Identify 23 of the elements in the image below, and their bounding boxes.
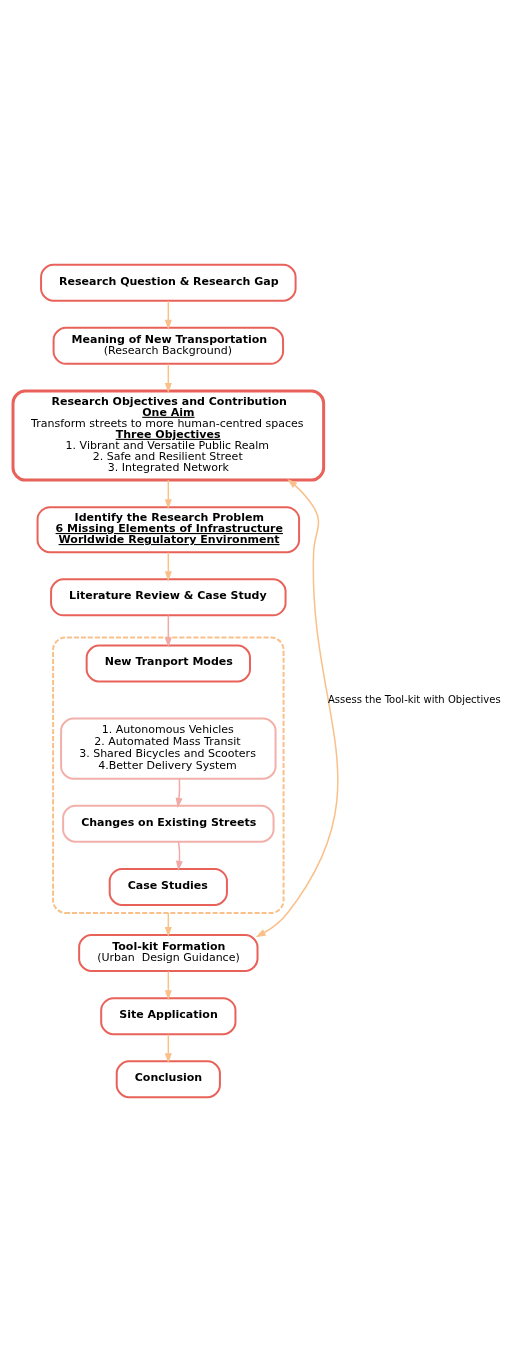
arrow [164, 551, 172, 582]
node-box: Tool-kit Formation (Urban Design Guidance) [77, 934, 258, 973]
arrow [164, 300, 172, 330]
node-box: Meaning of New Transportation (Research Background) [52, 326, 284, 365]
node-box: Conclusion [115, 1060, 221, 1099]
arrow [164, 479, 172, 510]
arrow [255, 478, 338, 938]
node-box: Changes on Existing Streets [61, 804, 275, 843]
node-box: Identify the Research Problem 6 Missing Elements of Infrastructure Worldwide Regulatory Environment [36, 506, 300, 554]
arrow [164, 970, 172, 1001]
arrow [164, 1033, 172, 1064]
node-box: Research Objectives and Contribution One Aim Transform streets to more human-centred spaces Three Objectives 1. Vibrant and Versatile Public Realm 2. Safe and Resilient Street 3. Integrated Network [11, 389, 325, 482]
node-box: Literature Review & Case Study [49, 578, 287, 617]
arrow [164, 614, 172, 648]
node-box: 1. Autonomous Vehicles 2. Automated Mass Transit 3. Shared Bicycles and Scooters 4.Better Delivery System [59, 717, 277, 780]
arrow [175, 778, 183, 808]
edge-label: Assess the Tool-kit with Objectives [327, 693, 501, 705]
node-box: Research Question & Research Gap [39, 263, 297, 302]
node-box: Site Application [99, 997, 236, 1036]
node-box: New Tranport Modes [85, 644, 251, 683]
arrow [175, 841, 183, 871]
arrow [164, 363, 172, 393]
node-box: Case Studies [108, 867, 228, 906]
